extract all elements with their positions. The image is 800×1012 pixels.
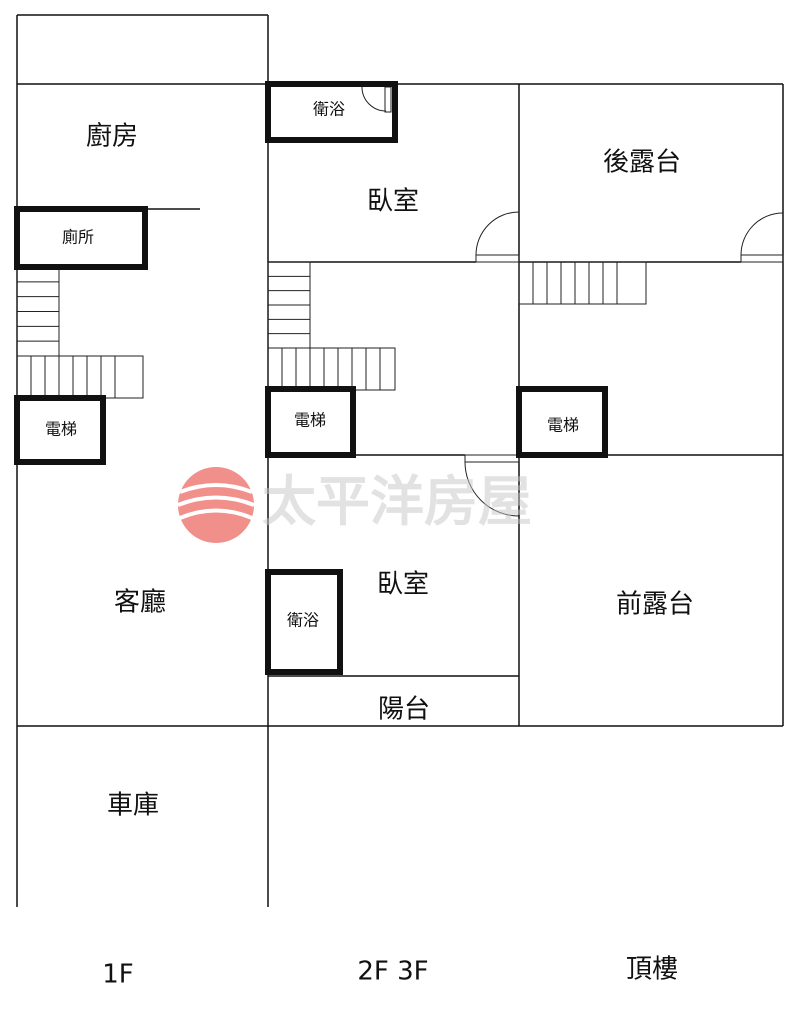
bath-box: [265, 81, 398, 143]
room-bedroom-top: 臥室: [367, 187, 419, 217]
floor-label-1f: 1F: [102, 960, 134, 990]
watermark-text: 太平洋房屋: [262, 469, 532, 533]
room-toilet: 廁所: [62, 228, 94, 247]
room-bath-top: 衛浴: [313, 100, 345, 119]
elevator-box: [516, 386, 608, 458]
elevator-box: [14, 395, 106, 465]
bath-box: [265, 569, 343, 675]
fixed-rooms: [14, 81, 608, 675]
floor-label-roof: 頂樓: [626, 955, 678, 985]
stair-flight: [518, 261, 647, 305]
watermark: 太平洋房屋: [177, 467, 532, 543]
floor-label-2f-3f: 2F 3F: [357, 957, 428, 987]
stair-flight: [16, 355, 144, 399]
room-balcony: 陽台: [378, 695, 430, 725]
room-elevator: 電梯: [294, 411, 326, 430]
room-front-terrace: 前露台: [616, 590, 694, 620]
logo-icon: [178, 467, 254, 543]
room-elevator: 電梯: [45, 420, 77, 439]
room-elevator: 電梯: [547, 416, 579, 435]
stairs: [16, 261, 647, 399]
doors: [361, 86, 784, 517]
room-kitchen: 廚房: [86, 122, 138, 152]
stair-flight: [267, 347, 396, 391]
door-arc-icon: [475, 211, 520, 256]
room-bath-bottom: 衛浴: [287, 611, 319, 630]
room-bedroom-bottom: 臥室: [377, 570, 429, 600]
room-living: 客廳: [114, 588, 166, 618]
elevator-box: [265, 386, 356, 458]
door-arc-icon: [361, 86, 387, 112]
room-garage: 車庫: [107, 791, 159, 821]
door-arc-icon: [464, 461, 520, 517]
toilet-box: [14, 206, 148, 270]
room-rear-terrace: 後露台: [603, 148, 681, 178]
door-arc-icon: [740, 212, 784, 256]
